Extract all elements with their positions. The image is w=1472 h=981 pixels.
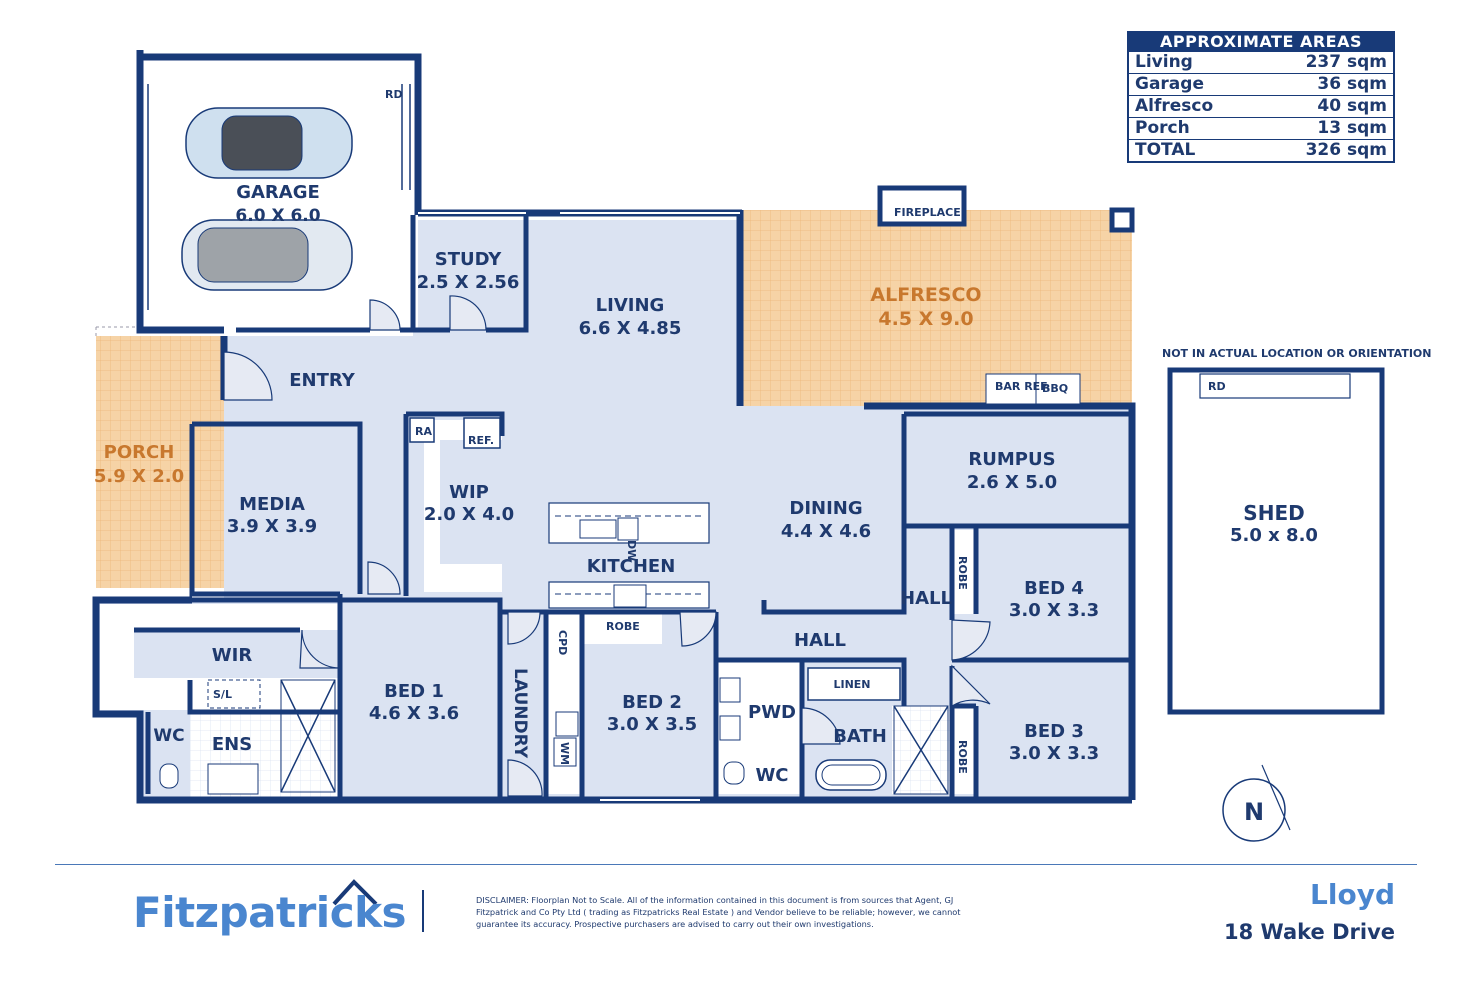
areas-title: APPROXIMATE AREAS [1129,33,1393,51]
areas-row-label: TOTAL [1135,140,1196,160]
wm-label: WM [558,742,571,765]
fireplace-label: FIREPLACE [894,206,961,219]
hall-label-1: HALL [900,588,952,609]
areas-row: Living 237 sqm [1129,51,1393,73]
bed2-size: 3.0 X 3.5 [607,714,697,735]
compass-north-label: N [1244,798,1264,826]
wir-label: WIR [212,645,253,666]
cpd-label: CPD [556,630,569,655]
robe-bed3-label: ROBE [956,740,969,774]
property-address: 18 Wake Drive [1224,920,1395,944]
areas-row-label: Garage [1135,74,1204,94]
shed-outline [1167,367,1385,715]
rumpus-label: RUMPUS [968,449,1055,470]
rd-shed-label: RD [1208,380,1226,393]
sl-label: S/L [213,688,232,701]
rd-label: RD [385,88,403,101]
areas-row-label: Living [1135,52,1193,72]
study-label: STUDY [435,249,502,270]
bar-ref-label: BAR REF. [995,380,1050,393]
alfresco-floor [742,210,1132,406]
entry-label: ENTRY [289,370,356,391]
linen-label: LINEN [833,678,870,691]
dining-size: 4.4 X 4.6 [781,521,871,542]
approximate-areas-table: APPROXIMATE AREAS Living 237 sqm Garage … [1127,31,1395,163]
shed-label: SHED [1243,501,1304,525]
wc2-label: WC [755,765,788,786]
ref-label: REF. [468,434,494,447]
ra-label: RA [415,425,432,438]
shed-note: NOT IN ACTUAL LOCATION OR ORIENTATION [1162,347,1431,360]
wip-size: 2.0 X 4.0 [424,504,514,525]
alfresco-size: 4.5 X 9.0 [878,308,973,330]
bed1-size: 4.6 X 3.6 [369,703,459,724]
areas-row-value: 40 sqm [1317,96,1387,116]
bed1-label: BED 1 [384,681,444,702]
living-size: 6.6 X 4.85 [579,318,682,339]
garage-label: GARAGE [236,182,320,203]
areas-row-value: 237 sqm [1305,52,1387,72]
robe-bed4-label: ROBE [956,556,969,590]
hall-label-2: HALL [794,630,846,651]
study-size: 2.5 X 2.56 [417,272,520,293]
areas-row: Porch 13 sqm [1129,117,1393,139]
disclaimer-text: DISCLAIMER: Floorplan Not to Scale. All … [476,895,961,929]
areas-row: TOTAL 326 sqm [1129,139,1393,161]
wip-label: WIP [449,482,489,503]
car-icon [181,219,353,291]
porch-size: 5.9 X 2.0 [94,466,184,487]
compass-icon [1222,764,1291,842]
bbq-label: BBQ [1042,382,1068,395]
kitchen-label: KITCHEN [587,556,676,577]
shed-size: 5.0 x 8.0 [1230,525,1318,546]
brand-logo: Fitzpatricks [133,888,407,937]
bed4-label: BED 4 [1024,578,1084,599]
media-size: 3.9 X 3.9 [227,516,317,537]
bath-label: BATH [833,726,887,747]
car-icon [185,107,353,179]
laundry-label: LAUNDRY [510,668,530,759]
alfresco-label: ALFRESCO [870,284,981,306]
garage-size: 6.0 X 6.0 [235,206,320,226]
footer-separator [422,890,424,932]
property-name: Lloyd [1310,878,1395,911]
dining-label: DINING [789,498,862,519]
areas-row-value: 13 sqm [1317,118,1387,138]
robe-bed2-label: ROBE [606,620,640,633]
media-label: MEDIA [239,494,305,515]
porch-floor [96,336,224,588]
bed2-label: BED 2 [622,692,682,713]
areas-row: Garage 36 sqm [1129,73,1393,95]
areas-row: Alfresco 40 sqm [1129,95,1393,117]
logo-roof-icon [332,879,378,906]
footer-divider [55,864,1417,865]
areas-row-value: 326 sqm [1305,140,1387,160]
rumpus-size: 2.6 X 5.0 [967,472,1057,493]
pwd-label: PWD [748,702,796,723]
bed3-size: 3.0 X 3.3 [1009,743,1099,764]
areas-row-label: Alfresco [1135,96,1214,116]
porch-label: PORCH [104,442,175,463]
areas-row-label: Porch [1135,118,1190,138]
dw-label: DW [625,540,638,561]
living-label: LIVING [596,295,665,316]
bed3-label: BED 3 [1024,721,1084,742]
wc1-label: WC [153,726,184,746]
areas-row-value: 36 sqm [1317,74,1387,94]
ens-label: ENS [212,734,252,755]
bed4-size: 3.0 X 3.3 [1009,600,1099,621]
